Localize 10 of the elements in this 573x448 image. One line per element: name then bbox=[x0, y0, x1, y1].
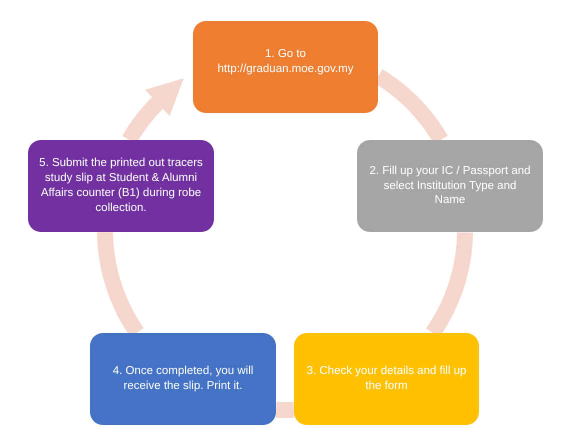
step-text: 2. Fill up your IC / Passport and select Institution Type and Name bbox=[368, 164, 532, 208]
step-text: 1. Go to http://graduan.moe.gov.my bbox=[216, 47, 354, 77]
step-text: 5. Submit the printed out tracers study slip at Student & Alumni Affairs counter (B1) during robe collection. bbox=[38, 156, 204, 216]
step-text: 3. Check your details and fill up the form bbox=[306, 364, 468, 394]
step-box bbox=[90, 333, 276, 425]
step-box bbox=[193, 21, 378, 113]
step-box bbox=[28, 140, 214, 232]
step-box bbox=[294, 333, 479, 425]
step-text: 4. Once completed, you will receive the slip. Print it. bbox=[112, 364, 254, 394]
step-box bbox=[357, 140, 543, 232]
